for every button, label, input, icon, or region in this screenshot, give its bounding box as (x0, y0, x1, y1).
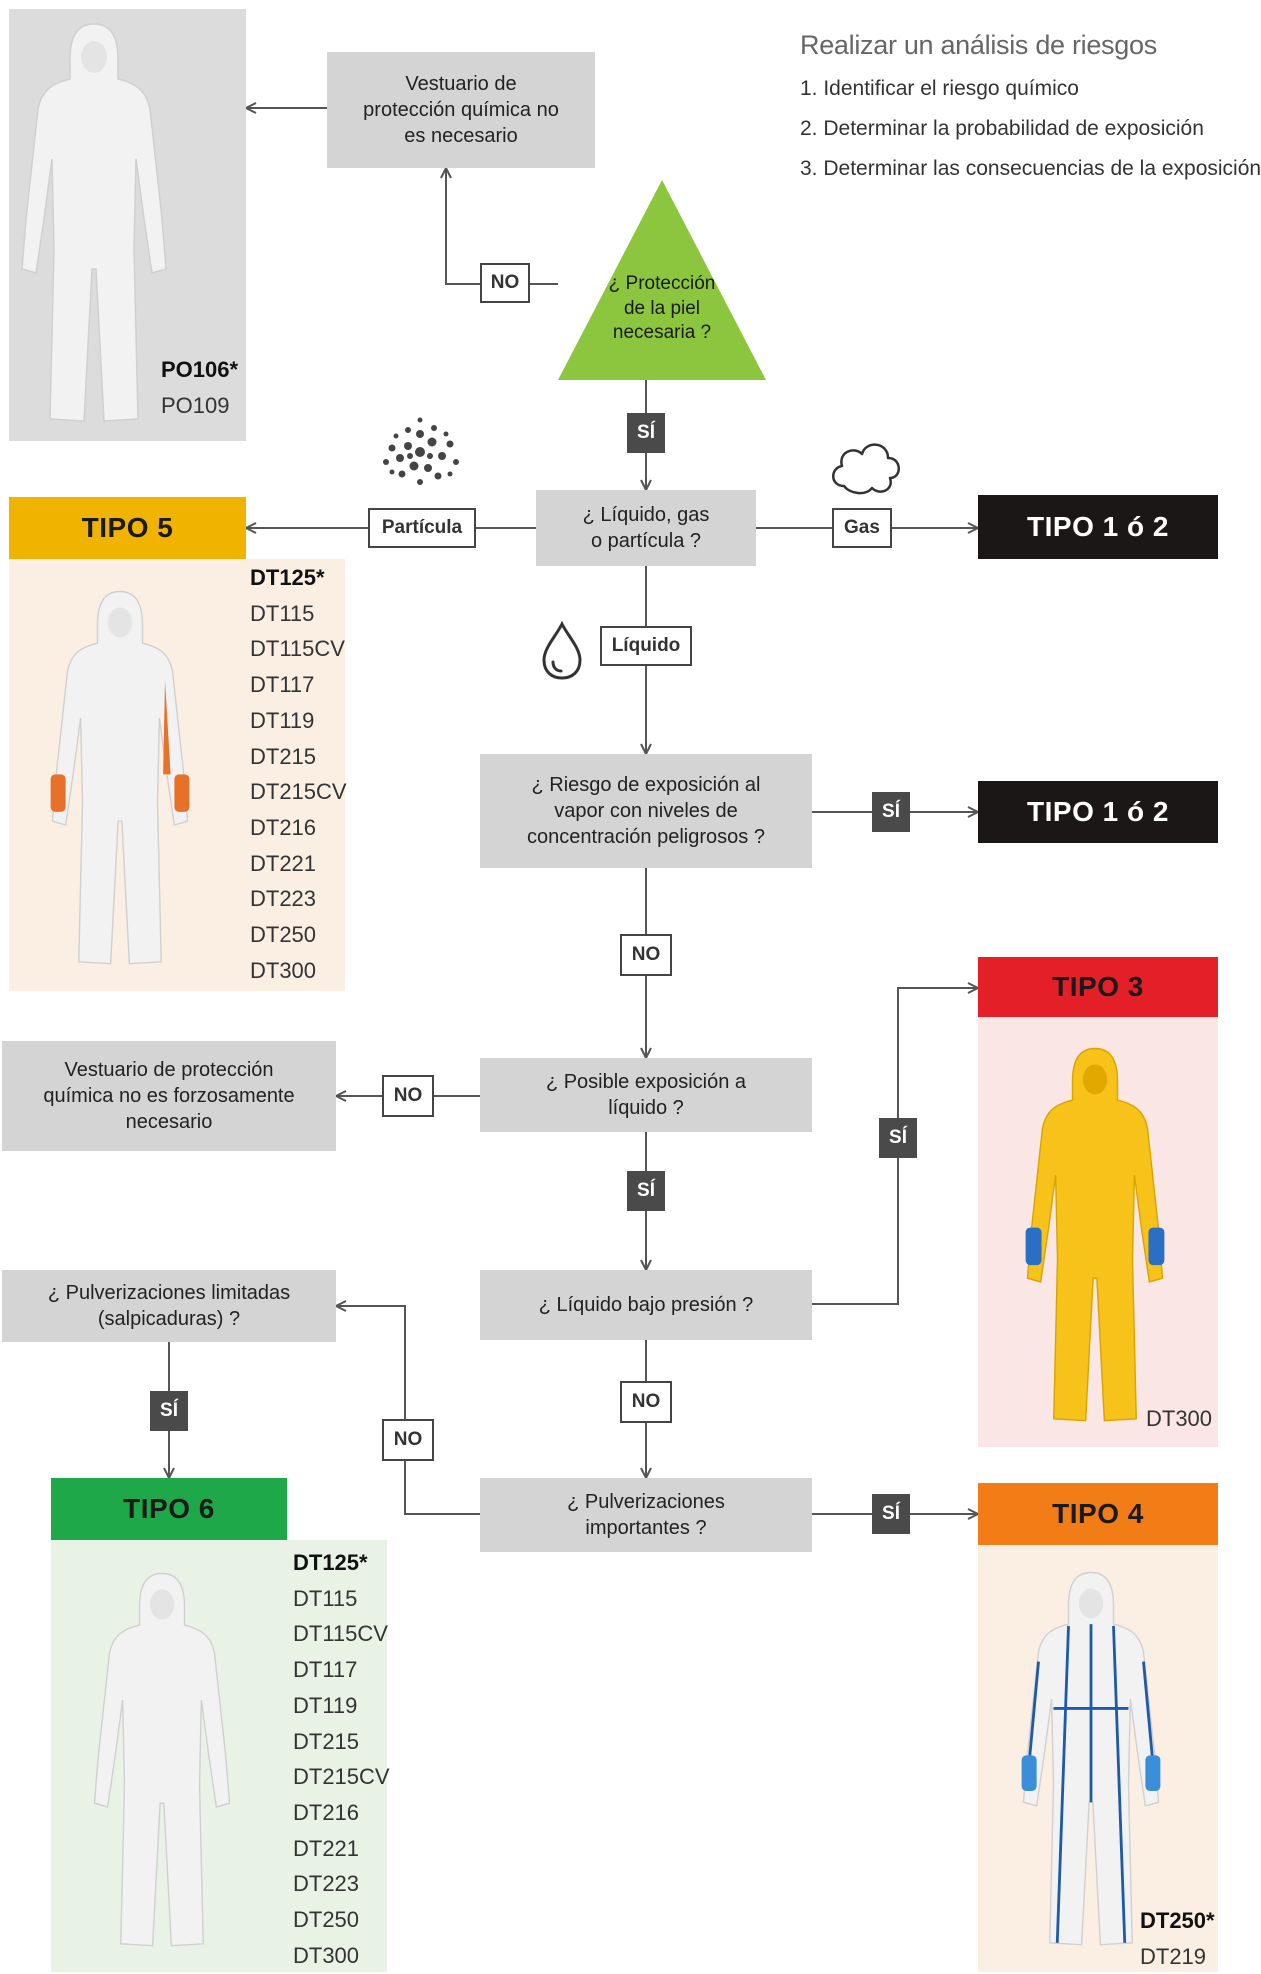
node-state-question: ¿ Líquido, gas o partícula ? (536, 490, 756, 566)
coverall-icon (93, 1572, 231, 1947)
type-header-tipo4: TIPO 4 (978, 1483, 1218, 1545)
label-no: NO (480, 263, 530, 303)
label-particle: Partícula (368, 508, 476, 548)
label-no: NO (620, 1381, 672, 1423)
risk-step-1: 1. Identificar el riesgo químico (800, 77, 1079, 100)
label-si: SÍ (872, 1494, 910, 1534)
decision-triangle (558, 180, 766, 380)
product-code: DT115 (293, 1585, 358, 1611)
node-liquid-exposure: ¿ Posible exposición a líquido ? (480, 1058, 812, 1132)
codes-no-protection: PO106* PO109 (161, 352, 238, 423)
label-no: NO (382, 1419, 434, 1461)
panel-tipo4: DT250* DT219 (978, 1545, 1218, 1972)
product-code: DT300 (293, 1942, 360, 1968)
coverall-icon (1021, 1571, 1161, 1946)
product-code: DT125* (250, 565, 325, 590)
product-code: DT250* (1140, 1908, 1215, 1933)
panel-tipo6 (51, 1540, 387, 1972)
panel-no-protection: PO106* PO109 (9, 9, 246, 441)
product-code: DT250 (250, 922, 317, 948)
product-code: DT215 (293, 1728, 360, 1754)
label-gas: Gas (832, 508, 892, 548)
product-code: DT125* (293, 1550, 368, 1575)
gas-cloud-icon (832, 443, 900, 495)
type-header-tipo6: TIPO 6 (51, 1478, 287, 1540)
panel-tipo5 (9, 559, 345, 991)
node-not-needed: Vestuario de protección química no es ne… (327, 52, 595, 168)
product-code: DT219 (1140, 1943, 1207, 1969)
coverall-icon (1025, 1047, 1165, 1422)
product-code: PO106* (161, 357, 239, 382)
node-important-sprays: ¿ Pulverizaciones importantes ? (480, 1478, 812, 1552)
type-header-tipo12-gas: TIPO 1 ó 2 (978, 495, 1218, 559)
coverall-icon (21, 23, 167, 422)
particles-icon (383, 417, 459, 485)
product-code: DT300 (250, 957, 317, 983)
node-not-necessarily: Vestuario de protección química no es fo… (2, 1041, 336, 1151)
type-header-tipo5: TIPO 5 (9, 497, 246, 559)
product-code: DT117 (293, 1657, 358, 1683)
type-header-tipo12-vapor: TIPO 1 ó 2 (978, 781, 1218, 843)
product-code: DT221 (293, 1835, 360, 1861)
risk-step-2: 2. Determinar la probabilidad de exposic… (800, 117, 1204, 140)
product-code: DT119 (250, 707, 315, 733)
label-si: SÍ (627, 1171, 665, 1211)
product-code: DT250 (293, 1907, 360, 1933)
product-code: DT216 (293, 1799, 360, 1825)
product-code: DT223 (250, 886, 317, 912)
risk-analysis-title: Realizar un análisis de riesgos (800, 30, 1157, 60)
product-code: DT215 (250, 743, 317, 769)
label-si: SÍ (150, 1391, 188, 1431)
product-code: DT119 (293, 1692, 358, 1718)
product-code: DT300 (1146, 1406, 1213, 1431)
coverall-icon (50, 590, 190, 965)
type-header-tipo3: TIPO 3 (978, 957, 1218, 1017)
risk-step-3: 3. Determinar las consecuencias de la ex… (800, 157, 1261, 180)
product-code: DT215CV (250, 779, 347, 805)
label-si: SÍ (879, 1118, 917, 1158)
product-code: DT115 (250, 600, 315, 626)
product-code: DT115CV (293, 1621, 388, 1647)
risk-analysis: Realizar un análisis de riesgos 1. Ident… (800, 30, 1261, 189)
product-code: DT115CV (250, 636, 345, 662)
panel-tipo3: DT300 (978, 1017, 1218, 1447)
codes-tipo3: DT300 (1146, 1401, 1212, 1437)
codes-tipo4: DT250* DT219 (1140, 1903, 1215, 1974)
product-code: DT216 (250, 814, 317, 840)
node-skin-protection-label: ¿ Protección de la piel necesaria ? (608, 273, 716, 344)
label-si: SÍ (872, 792, 910, 832)
codes-tipo6: DT125* DT115 DT115CV DT117 DT119 DT215 D… (293, 1545, 390, 1973)
product-code: DT215CV (293, 1764, 390, 1790)
product-code: DT223 (293, 1871, 360, 1897)
label-no: NO (382, 1075, 434, 1117)
product-code: DT221 (250, 850, 317, 876)
label-no: NO (620, 934, 672, 976)
product-code: DT117 (250, 672, 315, 698)
node-pressure-question: ¿ Líquido bajo presión ? (480, 1270, 812, 1340)
node-vapor-question: ¿ Riesgo de exposición al vapor con nive… (480, 754, 812, 868)
product-code: PO109 (161, 392, 230, 418)
droplet-icon (542, 620, 582, 680)
node-skin-protection: ¿ Protección de la piel necesaria ? (558, 180, 766, 380)
label-si: SÍ (627, 413, 665, 453)
label-liquid: Líquido (600, 626, 692, 666)
node-limited-sprays: ¿ Pulverizaciones limitadas (salpicadura… (2, 1270, 336, 1342)
codes-tipo5: DT125* DT115 DT115CV DT117 DT119 DT215 D… (250, 560, 347, 988)
